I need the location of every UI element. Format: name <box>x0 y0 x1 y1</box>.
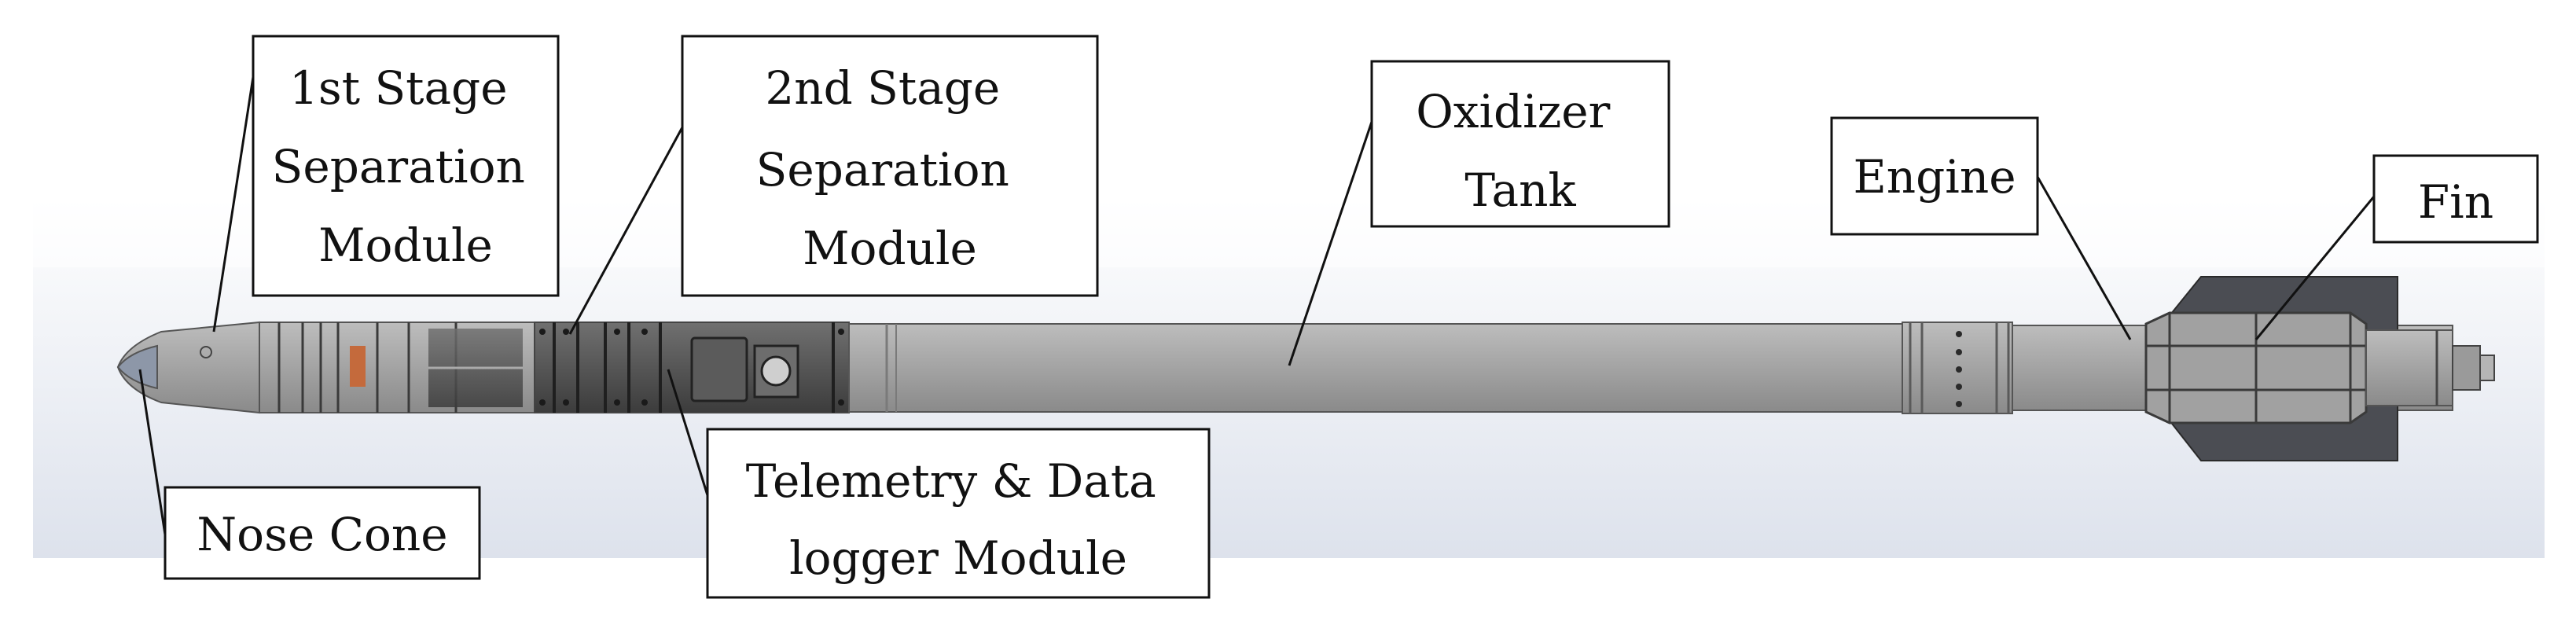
leader-lines <box>138 76 2376 535</box>
second-stage-line-3: Module <box>803 222 977 275</box>
leader-second-stage <box>568 127 684 335</box>
label-telemetry: Telemetry & Data logger Module <box>706 428 1211 599</box>
label-fin: Fin <box>2372 154 2539 244</box>
second-stage-line-1: 2nd Stage <box>765 61 1000 115</box>
nose-cone-line-1: Nose Cone <box>197 508 447 561</box>
svg-text:Telemetry & Data logger: Telemetry & Data logger Module <box>746 454 1170 585</box>
leader-first-stage <box>212 76 255 333</box>
engine-line-1: Engine <box>1853 150 2016 204</box>
nose-bolt <box>200 346 212 358</box>
aft-section <box>2365 329 2453 406</box>
svg-text:2nd Stage Separation: 2nd Stage Separation Module <box>756 61 1024 275</box>
leader-fin <box>2254 196 2376 340</box>
tank-coupling <box>1902 322 2013 414</box>
label-second-stage: 2nd Stage Separation Module <box>681 35 1099 297</box>
oxidizer-tank-body <box>848 323 1911 413</box>
telemetry-box <box>690 336 748 402</box>
svg-text:Engine: Engine <box>1853 150 2016 204</box>
telemetry-lens <box>760 355 792 387</box>
oxidizer-line-1: Oxidizer <box>1416 85 1610 138</box>
leader-engine <box>2036 176 2132 340</box>
telemetry-line-1: Telemetry & Data <box>746 454 1156 508</box>
label-first-stage: 1st Stage Separation Module <box>252 35 560 297</box>
svg-text:Oxidizer Tank: Oxidizer Tank <box>1416 85 1625 217</box>
oxidizer-line-2: Tank <box>1464 164 1576 217</box>
svg-text:Nose Cone: Nose Cone <box>197 508 447 561</box>
svg-text:1st Stage Separation: 1st Stage Separation Module <box>272 61 540 272</box>
first-stage-line-1: 1st Stage <box>289 61 507 115</box>
label-nose-cone: Nose Cone <box>164 486 481 580</box>
first-stage-line-2: Separation <box>272 140 525 193</box>
label-oxidizer: Oxidizer Tank <box>1370 60 1670 228</box>
second-stage-line-2: Separation <box>756 143 1009 197</box>
fin-line-1: Fin <box>2418 175 2493 229</box>
telemetry-line-2: logger Module <box>789 531 1127 585</box>
leader-telemetry <box>667 369 709 496</box>
rocket <box>116 276 2495 461</box>
nozzle <box>2452 345 2481 391</box>
label-engine: Engine <box>1830 116 2039 236</box>
leader-oxidizer <box>1288 121 1373 366</box>
nozzle-tip <box>2479 355 2495 381</box>
first-stage-line-3: Module <box>318 219 493 272</box>
orange-plate <box>350 346 366 387</box>
svg-text:Fin: Fin <box>2418 175 2493 229</box>
leader-nose <box>138 369 167 535</box>
nose-tip <box>116 344 158 390</box>
